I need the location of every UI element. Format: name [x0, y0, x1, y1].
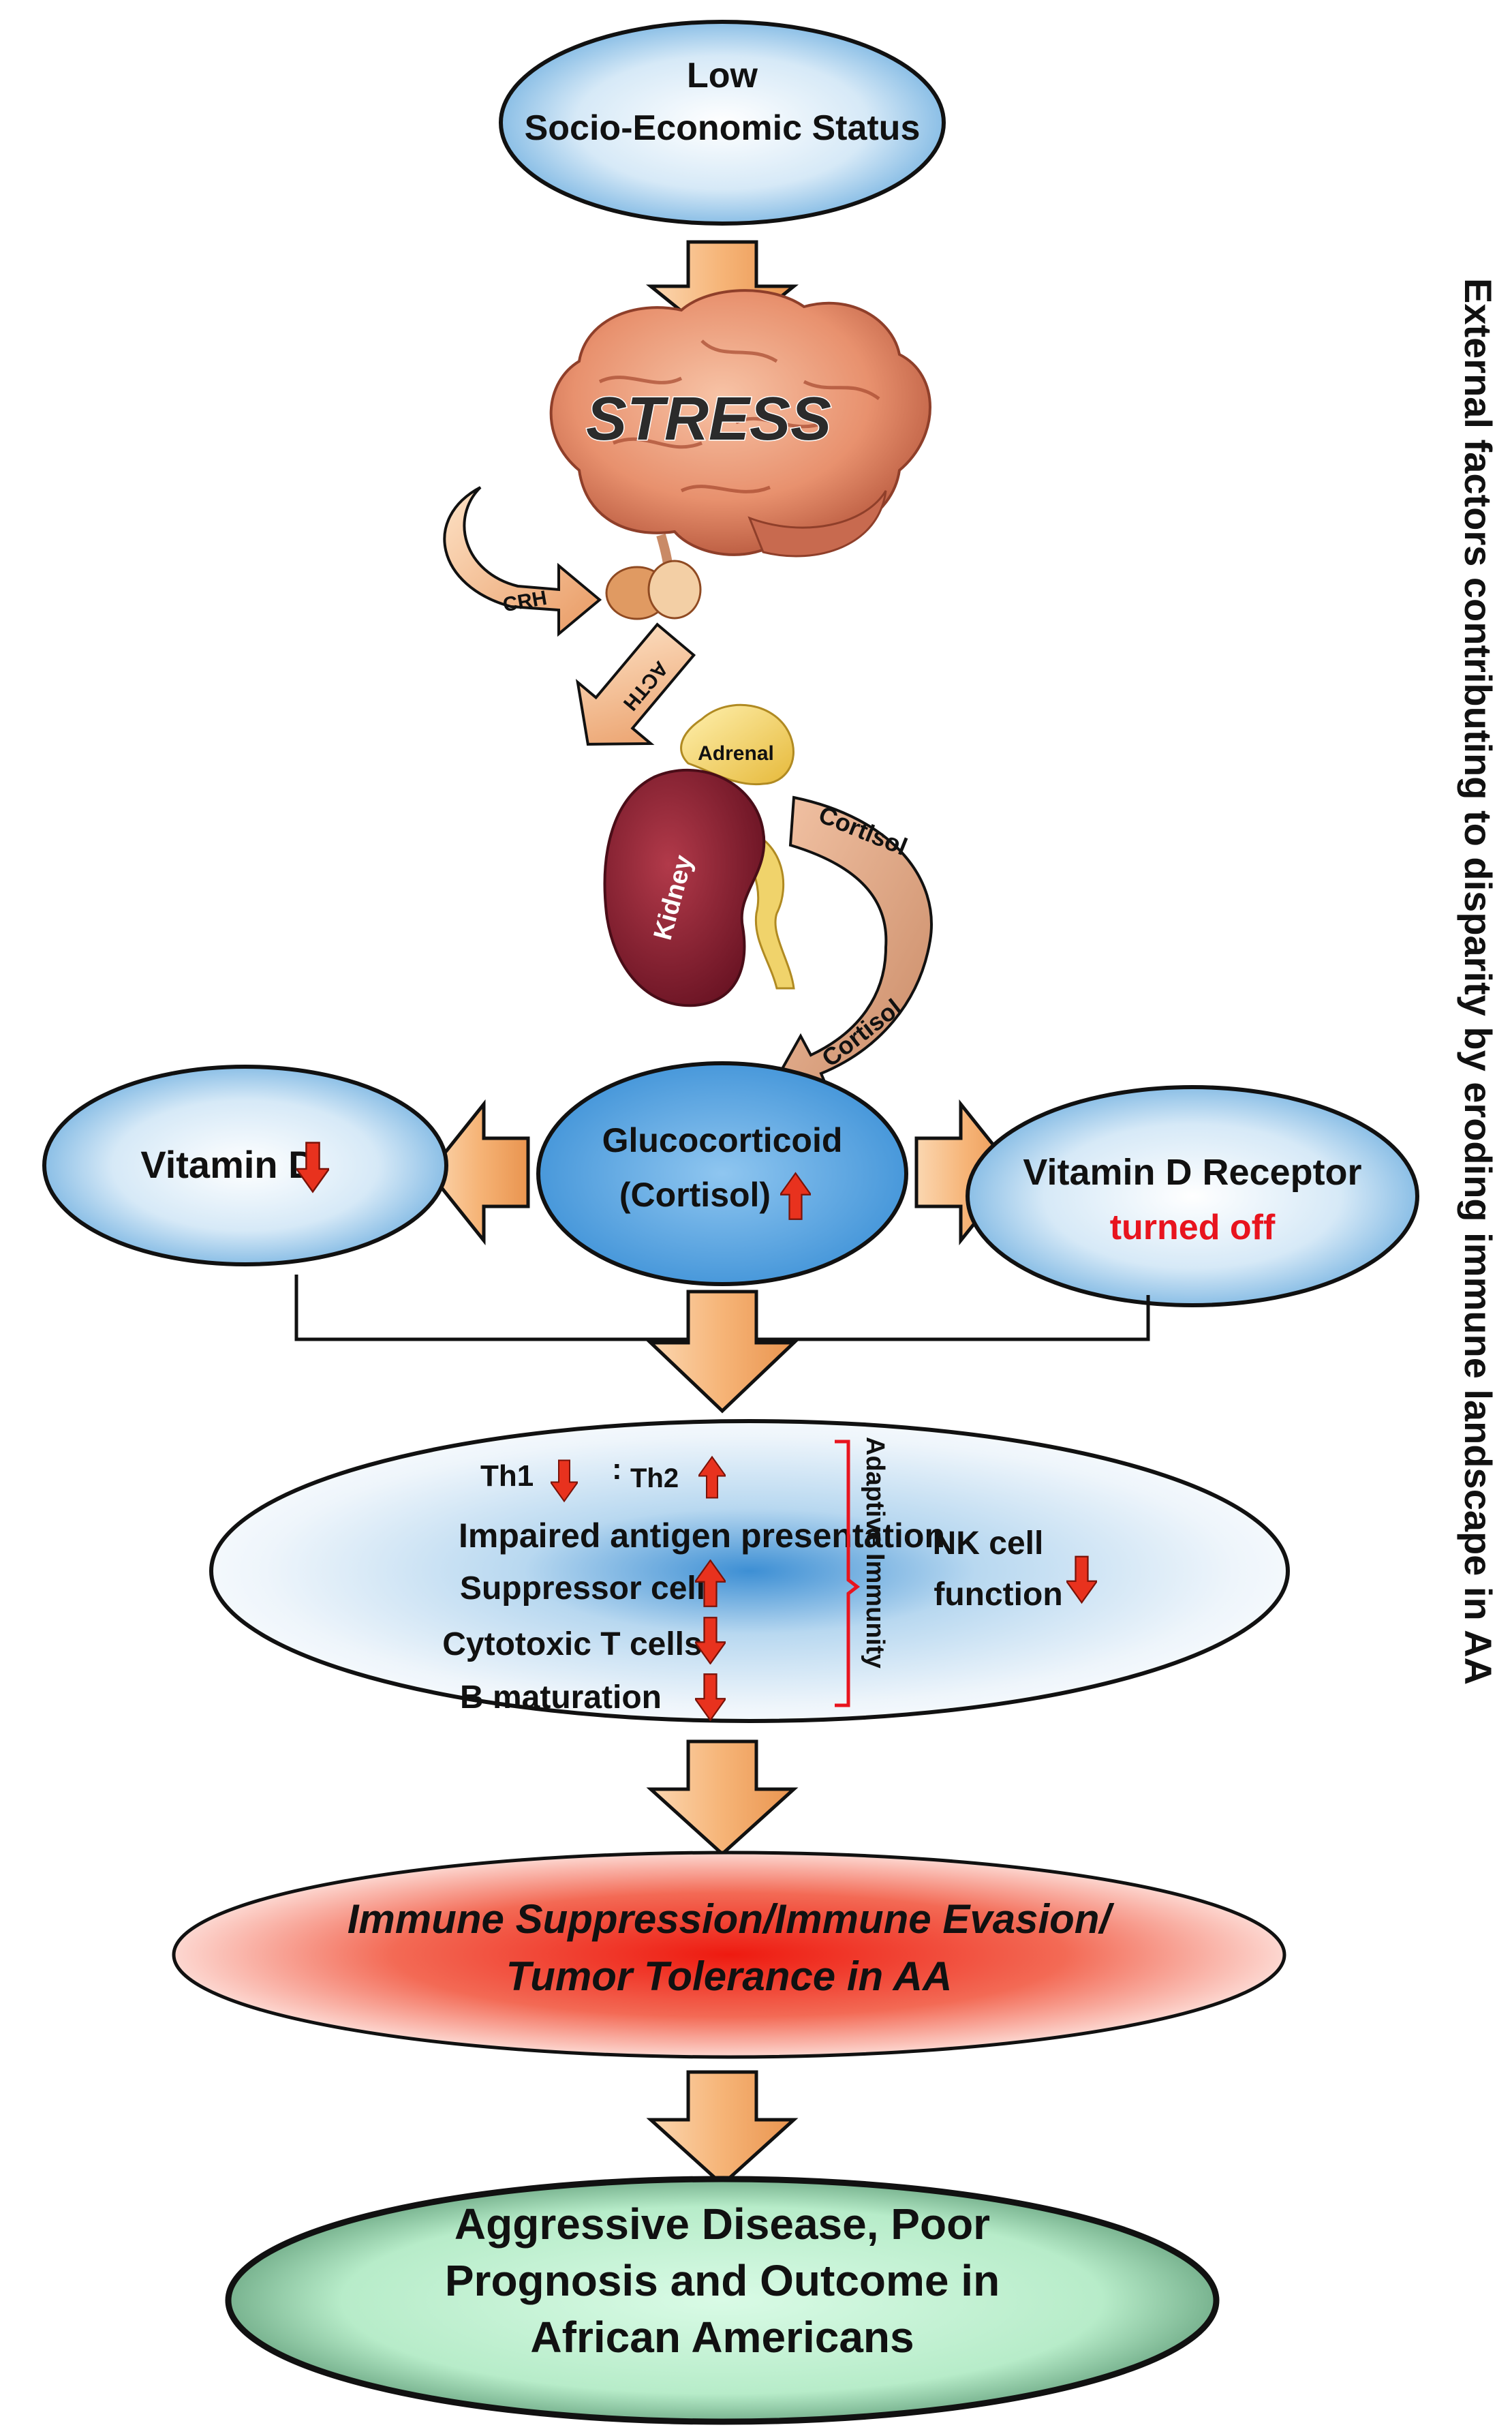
immune-node: Th1 : Th2 Impaired antigen presentation … — [209, 1419, 1290, 1723]
cortisol-arrow: Cortisol Cortisol — [767, 795, 933, 1099]
suppression-line1: Immune Suppression/Immune Evasion/ — [348, 1896, 1115, 1942]
nk-line1: NK cell — [933, 1525, 1044, 1562]
arrow-down-icon — [646, 1739, 799, 1857]
th2-label: Th2 — [630, 1463, 679, 1493]
vitamin-d-label: Vitamin D — [140, 1143, 315, 1186]
outcome-line1: Aggressive Disease, Poor — [454, 2199, 990, 2249]
brain-illustration: STRESS — [549, 289, 931, 620]
suppression-node: Immune Suppression/Immune Evasion/ Tumor… — [172, 1851, 1286, 2059]
th1-label: Th1 — [480, 1459, 534, 1493]
ses-line1: Low — [687, 56, 758, 95]
crh-arrow: CRH — [443, 486, 602, 637]
ses-line2: Socio-Economic Status — [525, 108, 921, 148]
outcome-node: Aggressive Disease, Poor Prognosis and O… — [225, 2176, 1220, 2425]
ses-node: Low Socio-Economic Status — [499, 20, 946, 226]
glucocorticoid-node: Glucocorticoid (Cortisol) — [536, 1061, 908, 1286]
vdr-line2: turned off — [1110, 1208, 1276, 1247]
arrow-left-icon — [427, 1099, 530, 1246]
arrow-down-icon — [646, 1290, 799, 1414]
arrow-down-icon — [646, 2070, 799, 2187]
outcome-line3: African Americans — [530, 2313, 914, 2362]
adrenal-label: Adrenal — [698, 742, 774, 765]
outcome-line2: Prognosis and Outcome in — [445, 2256, 1000, 2305]
immune-item-antigen: Impaired antigen presentation — [459, 1517, 945, 1555]
adaptive-bracket — [835, 1440, 861, 1707]
center-line2: (Cortisol) — [619, 1176, 771, 1214]
ratio-colon: : — [612, 1452, 622, 1486]
suppression-line2: Tumor Tolerance in AA — [506, 1953, 953, 1999]
adaptive-immunity-label: Adaptive Immunity — [861, 1437, 889, 1669]
kidney-illustration: Adrenal Kidney — [603, 703, 795, 1007]
acth-arrow: ACTH — [575, 622, 696, 746]
immune-item-b-maturation: B maturation — [460, 1679, 662, 1716]
side-title: External factors contributing to dispari… — [1457, 278, 1500, 1685]
immune-item-cytotoxic: Cytotoxic T cells — [442, 1626, 702, 1662]
immune-item-suppressor: Suppressor cell — [460, 1570, 705, 1607]
vdr-node: Vitamin D Receptor turned off — [966, 1085, 1419, 1307]
cortisol-bottom-label: Cortisol — [816, 993, 906, 1072]
vitamin-d-node: Vitamin D — [42, 1065, 448, 1266]
nk-line2: function — [934, 1577, 1062, 1613]
center-line1: Glucocorticoid — [602, 1121, 843, 1159]
stress-label: STRESS — [586, 385, 831, 453]
vdr-line1: Vitamin D Receptor — [1023, 1152, 1361, 1193]
